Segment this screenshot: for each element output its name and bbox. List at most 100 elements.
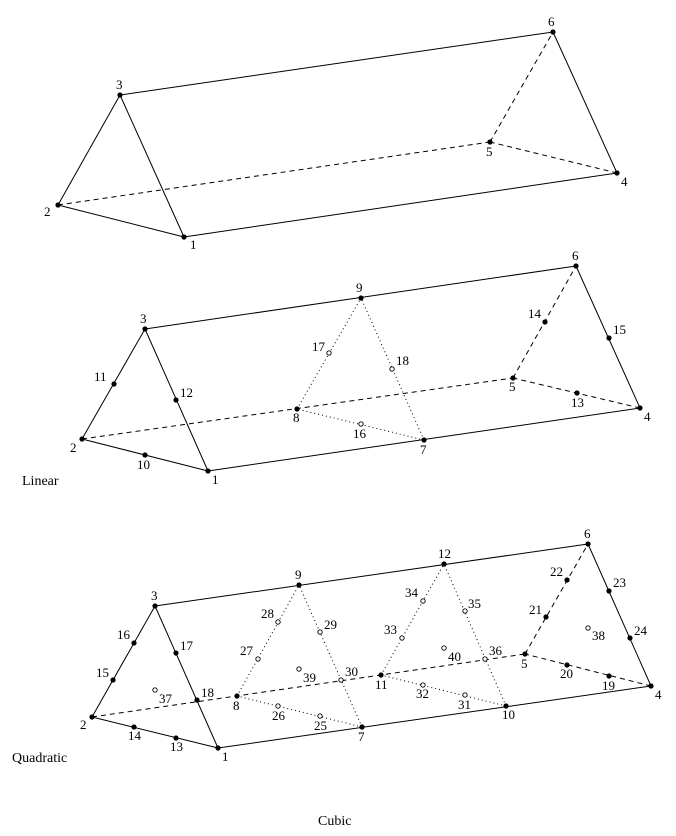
cubic-prism-solid-edge-2-3 — [91, 605, 156, 718]
linear-prism-node-label-4: 4 — [621, 174, 628, 189]
quadratic-prism-node-11 — [111, 381, 117, 387]
cubic-prism-interior-node-40 — [441, 645, 447, 651]
cubic-prism-node-1 — [215, 745, 221, 751]
cubic-prism-node-label-38: 38 — [592, 628, 605, 643]
cubic-prism-node-label-28: 28 — [261, 606, 274, 621]
cubic-prism-node-label-4: 4 — [655, 687, 662, 702]
quadratic-prism-node-4 — [637, 405, 643, 411]
cubic-prism-interior-edge-10-12 — [443, 563, 507, 707]
caption-quadratic: Quadratic — [12, 751, 67, 766]
cubic-prism-node-label-39: 39 — [303, 670, 316, 685]
cubic-prism-node-19 — [606, 673, 612, 679]
linear-prism-solid-edge-1-3 — [119, 94, 185, 238]
cubic-prism-interior-node-35 — [462, 608, 468, 614]
cubic-prism-interior-node-39 — [296, 666, 302, 672]
quadratic-prism-node-label-8: 8 — [293, 410, 300, 425]
quadratic-prism-node-1 — [205, 468, 211, 474]
linear-prism-node-label-3: 3 — [116, 77, 123, 92]
cubic-prism-node-label-36: 36 — [489, 643, 503, 658]
cubic-prism-interior-edge-11-12 — [380, 563, 445, 676]
cubic-prism-node-label-6: 6 — [584, 526, 591, 541]
quadratic-prism-node-label-17: 17 — [312, 339, 326, 354]
cubic-prism-node-8 — [234, 693, 240, 699]
cubic-prism-node-21 — [543, 614, 549, 620]
cubic-prism-node-label-13: 13 — [170, 739, 183, 754]
cubic-prism-node-label-14: 14 — [128, 728, 142, 743]
quadratic-prism-node-13 — [574, 390, 580, 396]
quadratic-prism-node-label-18: 18 — [396, 353, 409, 368]
linear-prism-hidden-edge-5-6 — [489, 31, 554, 143]
quadratic-prism-node-label-12: 12 — [180, 385, 193, 400]
quadratic-prism-interior-node-18 — [389, 366, 395, 372]
quadratic-prism-node-label-4: 4 — [644, 409, 651, 424]
caption-cubic: Cubic — [318, 814, 351, 829]
cubic-prism-node-6 — [585, 541, 591, 547]
quadratic-prism-node-label-15: 15 — [613, 322, 626, 337]
cubic-prism-interior-node-34 — [420, 598, 426, 604]
linear-prism-node-label-6: 6 — [548, 14, 555, 29]
cubic-prism-node-label-33: 33 — [384, 622, 397, 637]
cubic-prism-node-7 — [359, 724, 365, 730]
cubic-prism-node-14 — [131, 724, 137, 730]
cubic-prism-node-label-29: 29 — [324, 617, 337, 632]
quadratic-prism-node-3 — [142, 326, 148, 332]
quadratic-prism-node-8 — [294, 406, 300, 412]
linear-prism-node-4 — [614, 170, 620, 176]
cubic-prism-interior-node-27 — [255, 656, 261, 662]
cubic-prism-interior-node-36 — [482, 656, 488, 662]
cubic-prism-interior-node-29 — [317, 629, 323, 635]
cubic-prism-interior-edge-10-11 — [380, 674, 507, 707]
quadratic-prism-node-label-13: 13 — [571, 395, 584, 410]
cubic-prism-node-label-12: 12 — [438, 546, 451, 561]
linear-prism-solid-edge-4-6 — [552, 31, 618, 174]
cubic-prism-hidden-edge-2-5 — [91, 653, 526, 718]
quadratic-prism-node-5 — [510, 375, 516, 381]
cubic-prism-node-label-1: 1 — [222, 749, 229, 764]
cubic-prism-node-label-10: 10 — [502, 707, 515, 722]
quadratic-prism-node-15 — [606, 335, 612, 341]
cubic-prism-node-5 — [522, 651, 528, 657]
linear-prism-solid-edge-2-3 — [57, 94, 121, 206]
cubic-prism-node-17 — [173, 650, 179, 656]
cubic-prism-interior-node-26 — [275, 703, 281, 709]
cubic-prism-node-label-16: 16 — [117, 627, 131, 642]
cubic-prism-node-label-23: 23 — [613, 575, 626, 590]
cubic-prism-interior-edge-7-8 — [236, 695, 363, 728]
cubic-prism-solid-edge-4-6 — [587, 543, 652, 687]
linear-prism-node-2 — [55, 202, 61, 208]
cubic-prism-node-label-21: 21 — [529, 602, 542, 617]
linear-prism-hidden-edge-4-5 — [489, 141, 618, 174]
cubic-prism-node-label-7: 7 — [358, 729, 365, 744]
cubic-prism-node-22 — [564, 577, 570, 583]
cubic-prism-node-label-3: 3 — [151, 588, 158, 603]
quadratic-prism-interior-node-16 — [358, 421, 364, 427]
cubic-prism-solid-edge-1-4 — [217, 685, 652, 749]
linear-prism-solid-edge-3-6 — [119, 31, 554, 96]
cubic-prism-node-label-17: 17 — [180, 638, 194, 653]
cubic-prism-node-label-2: 2 — [80, 717, 87, 732]
cubic-prism-node-label-20: 20 — [560, 666, 573, 681]
quadratic-prism-node-label-5: 5 — [509, 379, 516, 394]
caption-linear: Linear — [22, 474, 59, 489]
linear-prism-hidden-edge-2-5 — [57, 141, 491, 206]
cubic-prism-node-15 — [110, 677, 116, 683]
cubic-prism-node-label-31: 31 — [458, 697, 471, 712]
cubic-prism-node-9 — [296, 582, 302, 588]
quadratic-prism-node-12 — [173, 397, 179, 403]
cubic-prism-interior-node-30 — [338, 677, 344, 683]
cubic-prism-node-10 — [503, 703, 509, 709]
cubic-prism-node-label-35: 35 — [468, 596, 481, 611]
cubic-prism-node-16 — [131, 640, 137, 646]
cubic-prism-node-label-11: 11 — [375, 677, 388, 692]
cubic-prism-node-24 — [627, 635, 633, 641]
linear-prism-node-1 — [181, 234, 187, 240]
cubic-prism-node-label-26: 26 — [272, 708, 286, 723]
cubic-prism-node-11 — [378, 672, 384, 678]
cubic-prism-solid-edge-3-6 — [154, 543, 589, 607]
quadratic-prism-node-2 — [79, 436, 85, 442]
cubic-prism-node-4 — [648, 683, 654, 689]
